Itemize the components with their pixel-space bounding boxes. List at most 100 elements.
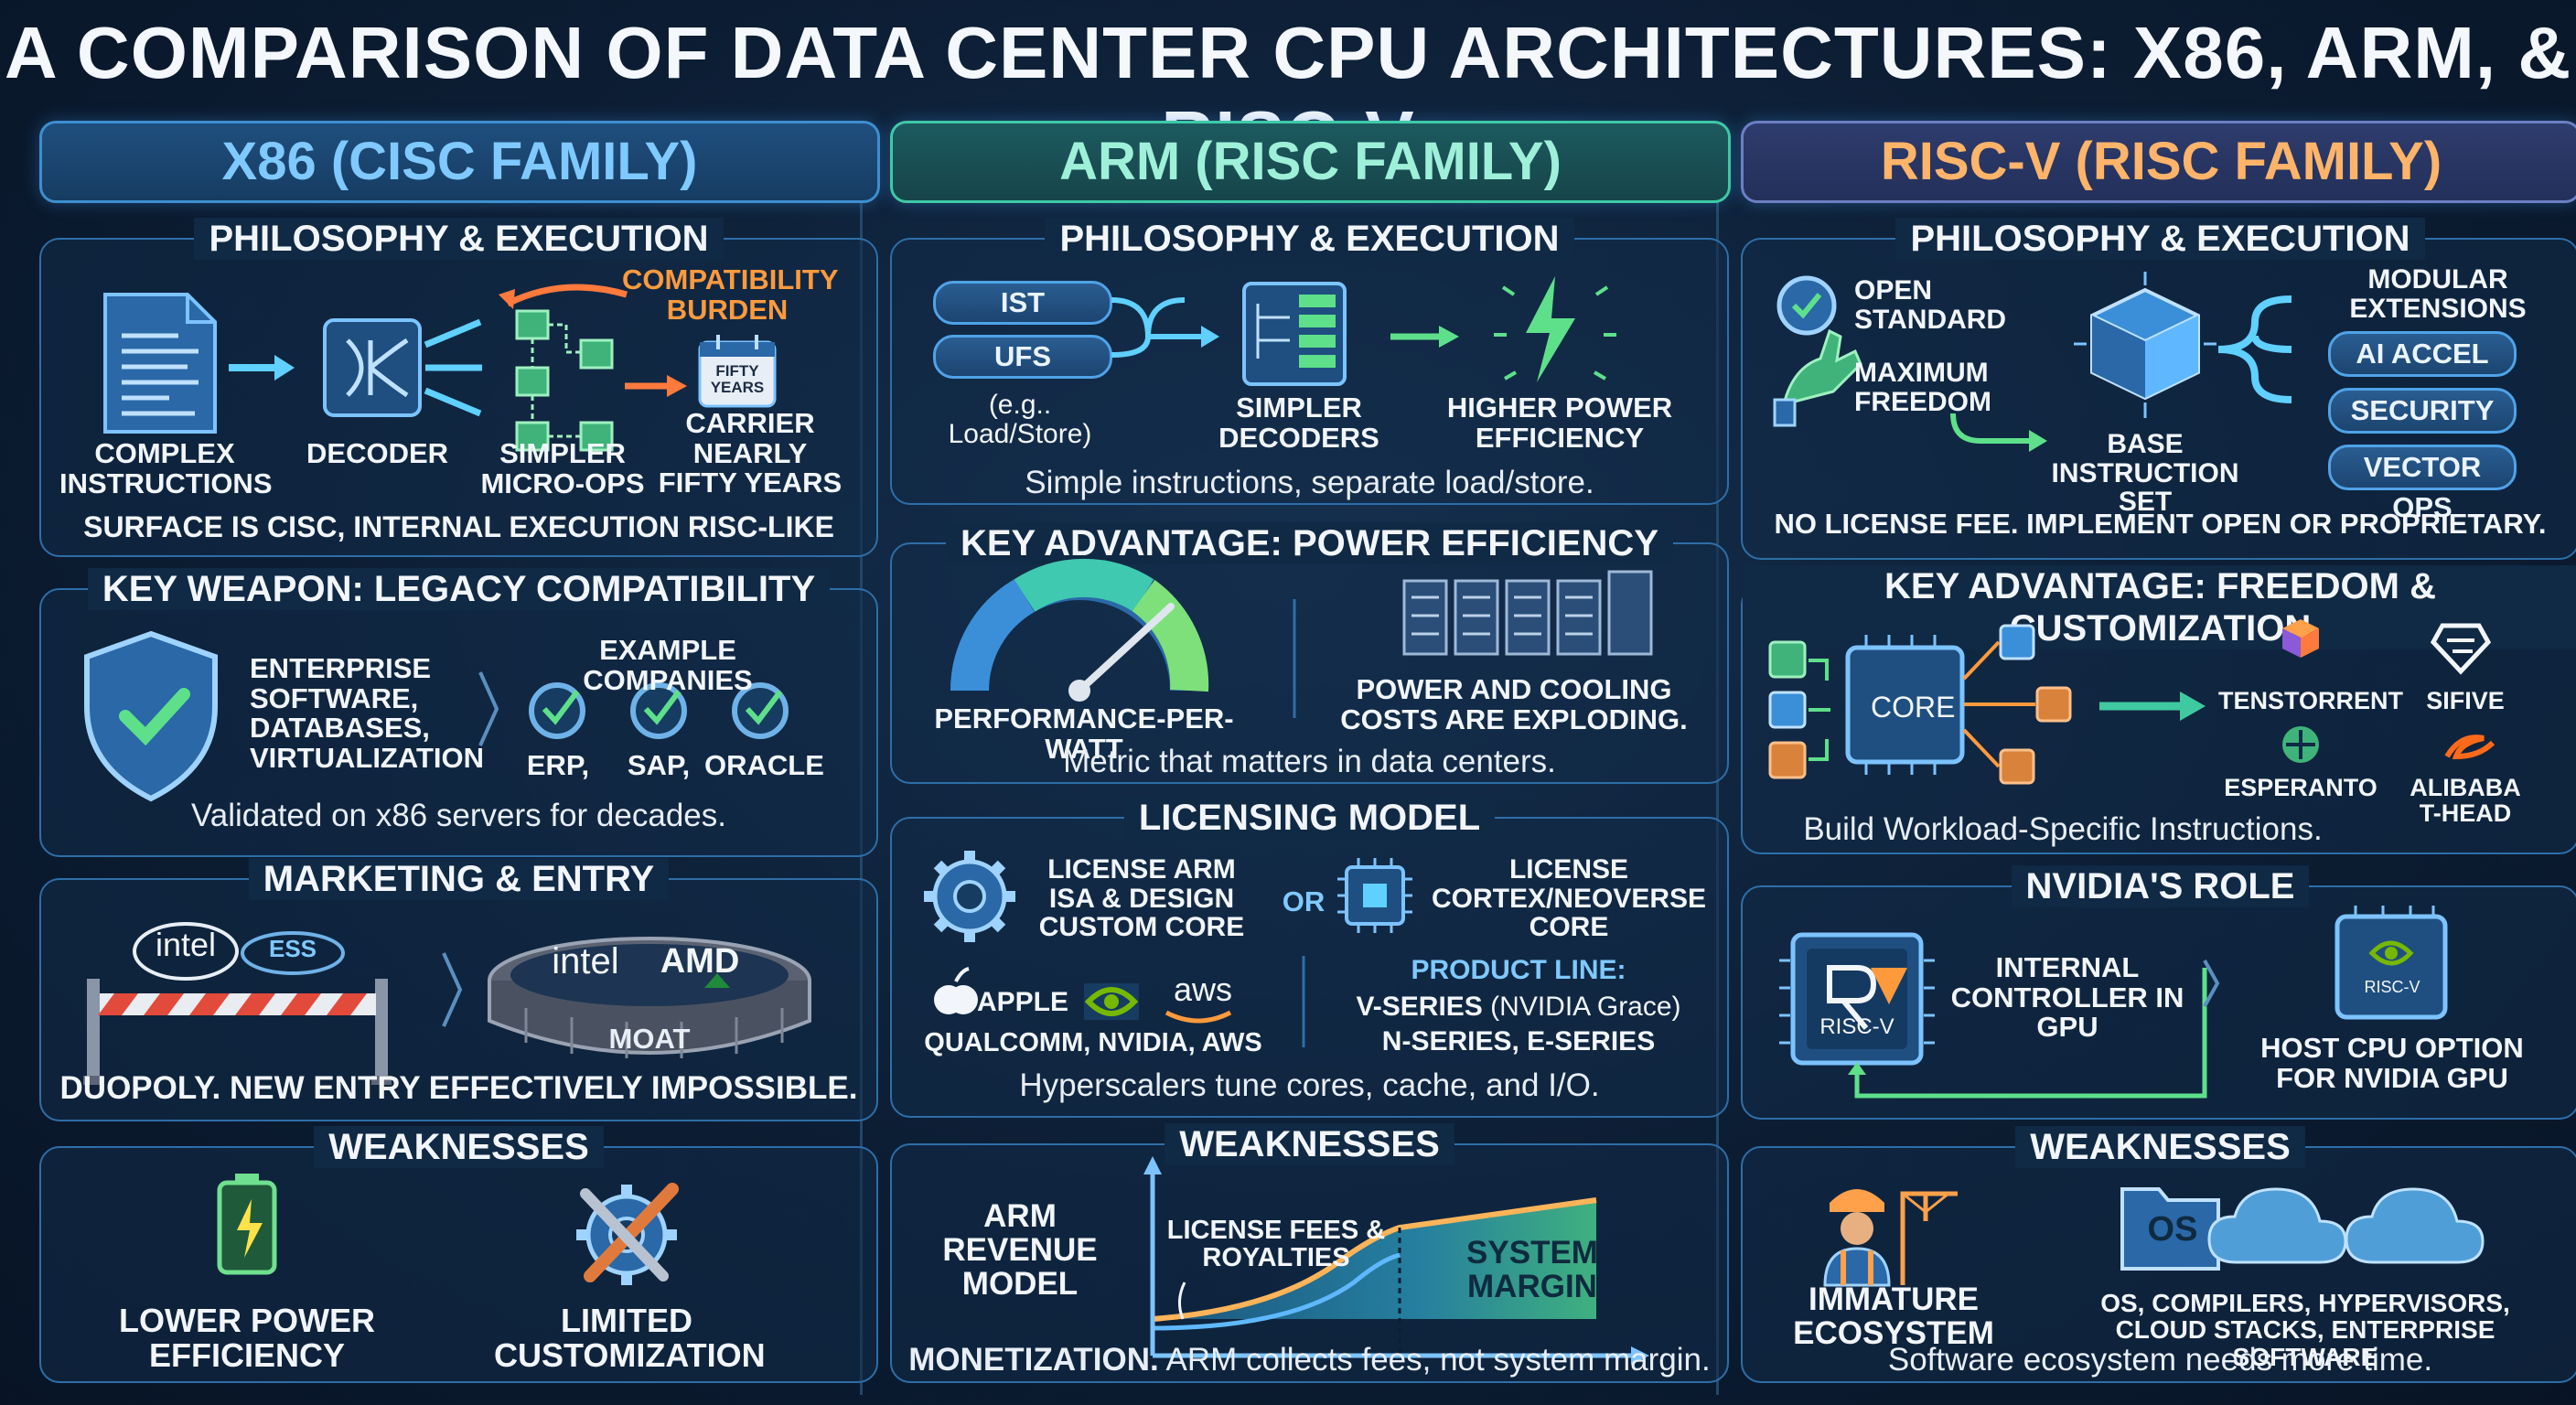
- sifive-logo-icon: [2430, 623, 2492, 675]
- merge-arrow-icon: [1111, 297, 1186, 358]
- complex-instructions-label: COMPLEX INSTRUCTIONS: [59, 437, 273, 499]
- ext-vector-ops: VECTOR OPS: [2328, 445, 2517, 523]
- n-series-label: N-SERIES, E-SERIES: [1381, 1026, 1656, 1056]
- apple-label: APPLE: [976, 987, 1069, 1017]
- risc-advantage-diagram: [1768, 619, 2496, 785]
- moat-intel-logo: intel: [552, 941, 619, 981]
- company-oracle: ORACLE: [704, 749, 824, 781]
- construction-worker-icon: [1823, 1189, 1958, 1287]
- simpler-decoders-label: SIMPLER DECODERS: [1218, 391, 1379, 454]
- ess-logo: ESS: [268, 935, 317, 962]
- compatibility-burden-label: COMPATIBILITY BURDEN: [622, 263, 839, 326]
- micro-ops-label: SIMPLER MICRO-OPS: [480, 437, 645, 499]
- x86-weak-panel: WEAKNESSES LOWER POWER EFFICIENCY LIMITE…: [39, 1126, 878, 1383]
- internal-controller-label: INTERNAL CONTROLLER IN GPU: [1950, 951, 2184, 1044]
- riscv-chip-icon: [1779, 932, 1935, 1066]
- v-series-label: V-SERIES (NVIDIA Grace): [1322, 992, 1715, 1022]
- license-cortex-label: LICENSE CORTEX/NEOVERSE CORE: [1431, 854, 1707, 942]
- risc-flow-diagram: [1773, 272, 2292, 452]
- document-icon: [103, 293, 217, 434]
- decoder-label: DECODER: [306, 437, 449, 469]
- server-racks-icon: [1402, 570, 1653, 656]
- arm-licensing-panel: LICENSING MODEL: [890, 797, 1729, 1118]
- company-sap: SAP,: [627, 749, 691, 781]
- panel-title: NVIDIA'S ROLE: [2011, 865, 2310, 907]
- x86-marketing-diagram: [83, 922, 811, 1085]
- custom-blocks-icon: [1768, 640, 1830, 779]
- gear-wrench-icon: [576, 1183, 679, 1285]
- panel-title: LICENSING MODEL: [1123, 797, 1496, 839]
- modular-extensions-label: MODULAR EXTENSIONS: [2349, 264, 2527, 324]
- higher-efficiency-label: HIGHER POWER EFFICIENCY: [1446, 391, 1673, 454]
- risc-weak-caption: Software ecosystem needs more time.: [1887, 1342, 2433, 1378]
- example-companies-label: EXAMPLE COMPANIES: [583, 634, 753, 696]
- arm-licensing-diagram: [924, 851, 1412, 1047]
- lightning-icon: [1494, 276, 1616, 382]
- ext-security: SECURITY: [2328, 388, 2517, 434]
- shield-icon: [84, 630, 218, 802]
- risc-header: RISC-V (RISC FAMILY): [1741, 121, 2576, 203]
- branch-arrows-icon: [2217, 295, 2292, 403]
- arm-advantage-panel: KEY ADVANTAGE: POWER EFFICIENCY: [890, 522, 1729, 784]
- aws-logo: aws: [1173, 971, 1233, 1008]
- carrier-label: CARRIER NEARLY FIFTY YEARS: [658, 407, 843, 499]
- nvidia-gpu-chip-icon: [2334, 906, 2448, 1020]
- esperanto-logo-icon: [2282, 726, 2319, 763]
- apple-logo-icon: [934, 967, 978, 1014]
- moat-label: MOAT: [608, 1023, 691, 1055]
- x86-weapon-caption: Validated on x86 servers for decades.: [191, 798, 726, 833]
- fanout-arrows-icon: [424, 318, 482, 417]
- gauge-icon: [950, 558, 1209, 702]
- panel-title: MARKETING & ENTRY: [248, 858, 670, 900]
- risc-nvidia-diagram: [1779, 906, 2448, 1099]
- battery-icon: [217, 1174, 277, 1275]
- enterprise-label: ENTERPRISE SOFTWARE, DATABASES, VIRTUALI…: [250, 652, 485, 774]
- check-icon: [529, 682, 789, 739]
- panel-title: PHILOSOPHY & EXECUTION: [194, 218, 724, 260]
- host-cpu-label: HOST CPU OPTION FOR NVIDIA GPU: [2260, 1032, 2524, 1094]
- riscv-chip-label: RISC-V: [1819, 1014, 1894, 1039]
- panel-title: KEY ADVANTAGE: POWER EFFICIENCY: [945, 522, 1673, 564]
- system-margin-label: SYSTEM MARGIN: [1466, 1235, 1598, 1304]
- cloud-icon: [2207, 1187, 2485, 1264]
- monetization-label: MONETIZATION.: [908, 1342, 1159, 1378]
- panel-title: PHILOSOPHY & EXECUTION: [1045, 218, 1574, 260]
- amd-logo: AMD: [660, 942, 740, 981]
- risc-philosophy-caption: NO LICENSE FEE. IMPLEMENT OPEN OR PROPRI…: [1774, 508, 2547, 540]
- nvidia-logo-icon: [1084, 983, 1139, 1020]
- load-store-label: (e.g.. Load/Store): [948, 390, 1092, 449]
- alibaba-label: ALIBABA T-HEAD: [2410, 774, 2521, 828]
- barrier-icon: [83, 979, 392, 1085]
- core-chip-icon: [1845, 635, 1965, 775]
- lower-power-label: LOWER POWER EFFICIENCY: [119, 1302, 375, 1374]
- arm-advantage-caption: Metric that matters in data centers.: [1063, 744, 1556, 779]
- calendar-label: FIFTY YEARS: [710, 362, 765, 396]
- calendar-icon: [698, 335, 777, 408]
- ist-pill: IST: [933, 281, 1112, 325]
- panel-title: WEAKNESSES: [314, 1126, 604, 1168]
- risc-advantage-caption: Build Workload-Specific Instructions.: [1803, 811, 2323, 847]
- chip-icon: [1337, 858, 1412, 933]
- x86-philosophy-caption: SURFACE IS CISC, INTERNAL EXECUTION RISC…: [83, 510, 834, 543]
- license-isa-label: LICENSE ARM ISA & DESIGN CUSTOM CORE: [1038, 854, 1245, 942]
- risc-weak-panel: WEAKNESSES OS IMMATURE ECOSYSTEM OS, COM…: [1741, 1126, 2576, 1383]
- ext-ai-accel: AI ACCEL: [2328, 331, 2517, 377]
- base-instruction-label: BASE INSTRUCTION SET: [2051, 429, 2239, 517]
- cube-icon: [2074, 272, 2216, 418]
- risc-advantage-panel: KEY ADVANTAGE: FREEDOM & CUSTOMIZATION: [1741, 565, 2576, 854]
- extension-blocks-icon: [1962, 624, 2072, 785]
- panel-title: WEAKNESSES: [1165, 1123, 1454, 1165]
- x86-marketing-caption: DUOPOLY. NEW ENTRY EFFECTIVELY IMPOSSIBL…: [59, 1070, 858, 1106]
- v-series-note: (NVIDIA Grace): [1490, 992, 1681, 1022]
- cooling-costs-label: POWER AND COOLING COSTS ARE EXPLODING.: [1340, 673, 1688, 735]
- esperanto-label: ESPERANTO: [2224, 774, 2377, 801]
- x86-weak-diagram: [217, 1174, 679, 1285]
- x86-weapon-panel: KEY WEAPON: LEGACY COMPATIBILITY ENTERPR…: [39, 568, 878, 857]
- x86-philosophy-panel: PHILOSOPHY & EXECUTION: [39, 218, 878, 557]
- performance-per-watt-label: PERFORMANCE-PER-WATT: [934, 702, 1234, 765]
- immature-ecosystem-label: IMMATURE ECOSYSTEM: [1793, 1282, 1994, 1351]
- tenstorrent-label: TENSTORRENT: [2218, 687, 2404, 714]
- v-series: V-SERIES: [1356, 992, 1483, 1022]
- sifive-label: SIFIVE: [2426, 687, 2505, 714]
- arm-revenue-label: ARM REVENUE MODEL: [942, 1198, 1098, 1302]
